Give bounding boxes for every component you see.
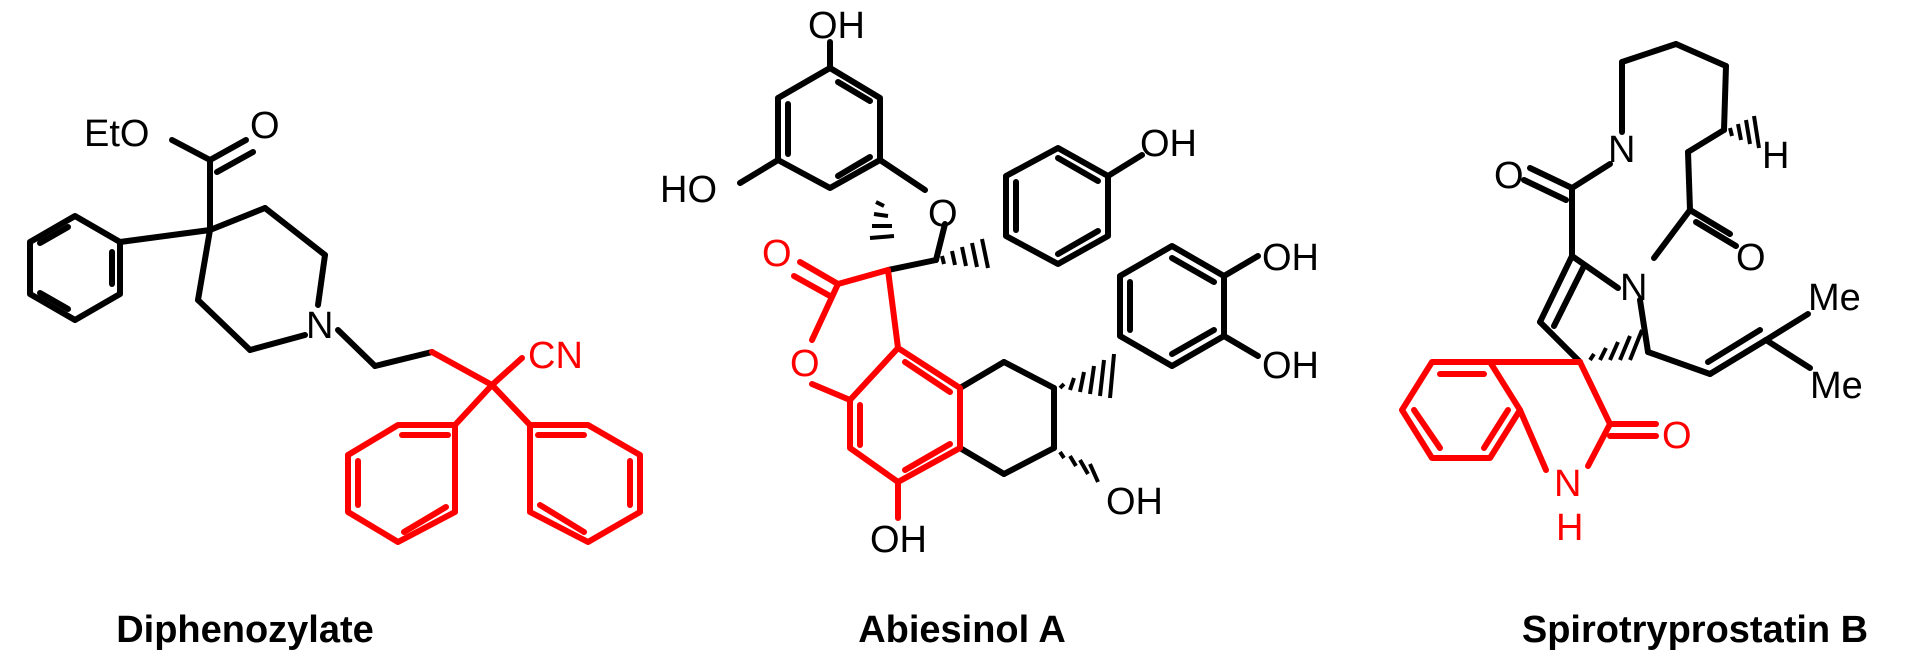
atom-eto: EtO xyxy=(84,113,149,155)
atom-o-carbonyl: O xyxy=(762,233,792,275)
stereo-hash-bonds xyxy=(869,200,1116,483)
atom-ho-left: HO xyxy=(660,169,717,211)
atom-oh-catechol-1: OH xyxy=(1262,237,1319,279)
atom-oh-phenol: OH xyxy=(1140,123,1197,165)
bonds-red xyxy=(345,349,643,545)
atom-o-ring: O xyxy=(928,193,958,235)
atom-oh-ring: OH xyxy=(1106,481,1163,523)
atom-n2: N xyxy=(1620,267,1647,309)
atom-o-lactone: O xyxy=(790,343,820,385)
atom-oh-top: OH xyxy=(808,5,865,47)
atom-nitrogen: N xyxy=(306,305,333,347)
bonds-black xyxy=(27,137,435,369)
molecule-name-abiesinol-a: Abiesinol A xyxy=(858,609,1066,651)
bonds-black xyxy=(737,39,1261,477)
molecule-abiesinol-a: OH HO O OH O O OH OH OH OH Abiesinol A xyxy=(660,5,1319,651)
atom-me2: Me xyxy=(1810,365,1863,407)
atom-me1: Me xyxy=(1808,277,1861,319)
atom-oxygen: O xyxy=(250,105,280,147)
atom-n1: N xyxy=(1608,129,1635,171)
atom-oh-bottom: OH xyxy=(870,519,927,561)
molecule-spirotryprostatin-b: N H O O N Me Me O N H Spirotryprostatin … xyxy=(1399,41,1868,651)
atom-nh-n: N xyxy=(1554,463,1581,505)
atom-o3: O xyxy=(1662,415,1692,457)
stereo-hash-bonds xyxy=(1588,115,1761,362)
molecule-name-diphenozylate: Diphenozylate xyxy=(116,609,374,651)
bonds-red xyxy=(1399,359,1659,473)
atom-o2: O xyxy=(1736,237,1766,279)
bonds-black xyxy=(1521,41,1813,377)
atom-h: H xyxy=(1762,135,1789,177)
bonds-red xyxy=(791,259,963,521)
atom-cyano: CN xyxy=(528,335,583,377)
atom-oh-catechol-2: OH xyxy=(1262,345,1319,387)
atom-nh-h: H xyxy=(1556,507,1583,549)
molecule-diphenozylate: EtO O N CN Diphenozylate xyxy=(27,105,643,651)
molecule-name-spirotryprostatin-b: Spirotryprostatin B xyxy=(1522,609,1868,651)
atom-o1: O xyxy=(1494,155,1524,197)
